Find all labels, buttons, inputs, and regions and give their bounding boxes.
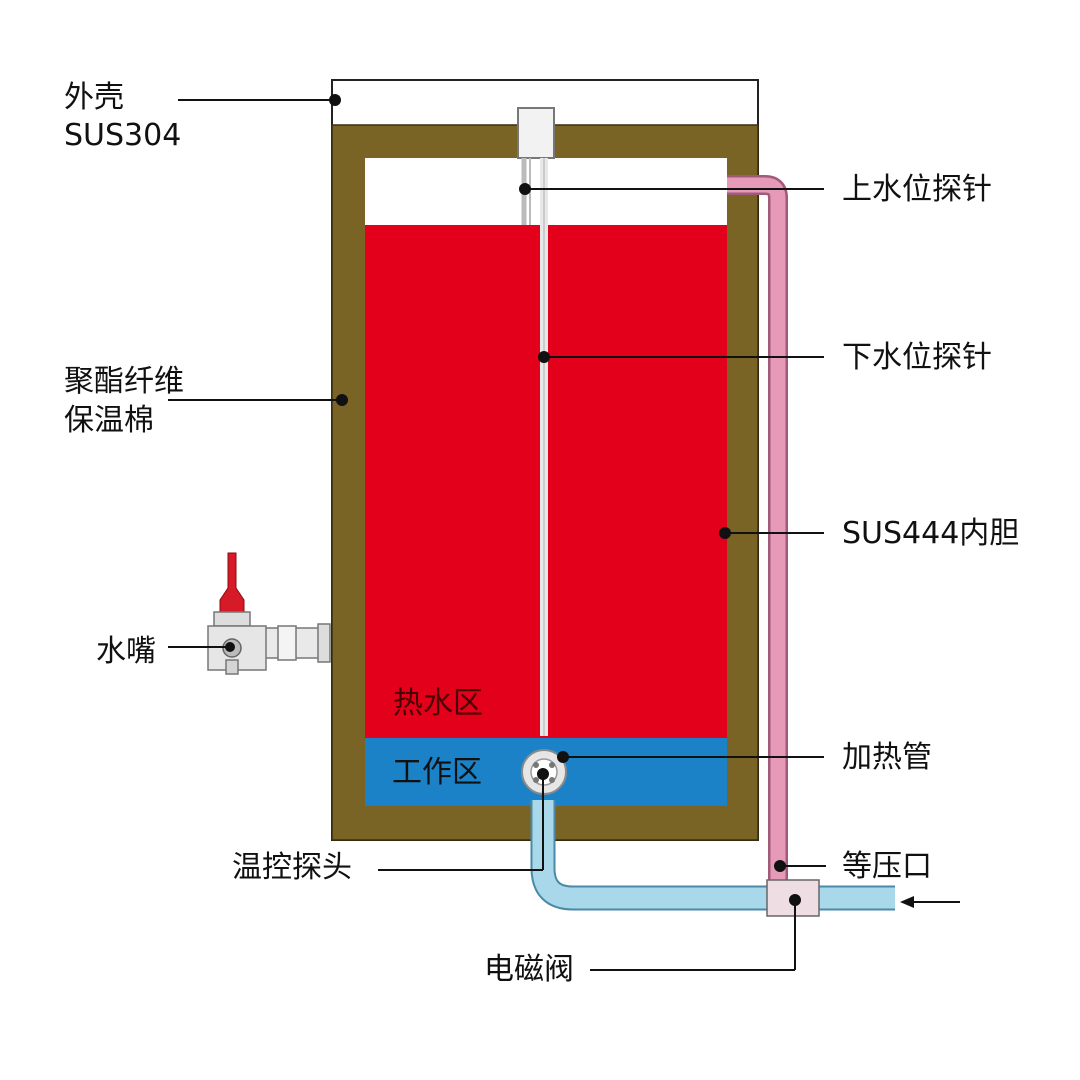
label-insulation-line2: 保温棉 <box>64 403 154 438</box>
label-lower-probe: 下水位探针 <box>842 340 992 375</box>
label-inner-tank: SUS444内胆 <box>842 516 1020 551</box>
label-insulation-line1: 聚酯纤维 <box>64 364 184 399</box>
label-solenoid-valve: 电磁阀 <box>484 952 574 987</box>
label-faucet: 水嘴 <box>96 634 156 669</box>
label-heater: 加热管 <box>842 740 932 775</box>
solenoid-valve-body <box>766 879 820 917</box>
inflow-arrow <box>900 896 960 908</box>
label-pressure-port: 等压口 <box>842 849 932 884</box>
label-shell-line1: 外壳 <box>64 80 124 115</box>
zone-working-label: 工作区 <box>392 755 482 790</box>
label-temp-probe: 温控探头 <box>232 850 352 885</box>
faucet-icon <box>207 552 331 675</box>
probe-housing <box>517 107 555 159</box>
label-shell-line2: SUS304 <box>64 118 182 153</box>
zone-hot-water-label: 热水区 <box>393 686 483 721</box>
label-upper-probe: 上水位探针 <box>842 172 992 207</box>
